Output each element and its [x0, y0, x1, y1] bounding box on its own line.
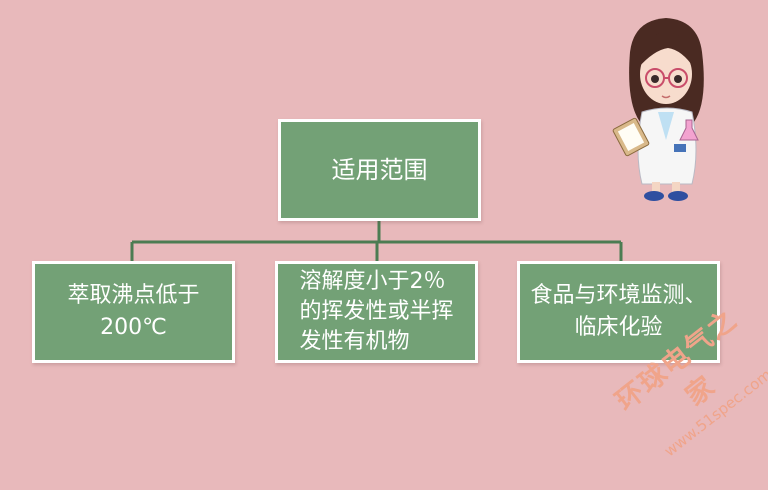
- scientist-girl-icon: [612, 18, 704, 201]
- child-3-line-2: 临床化验: [574, 315, 663, 340]
- child-3-line-1: 食品与环境监测、: [530, 283, 707, 308]
- child-node-1: 萃取沸点低于 200℃: [32, 261, 235, 363]
- child-node-3: 食品与环境监测、 临床化验: [517, 261, 720, 363]
- root-label: 适用范围: [331, 156, 428, 184]
- child-2-line-3: 发性有机物: [299, 329, 410, 354]
- root-node: 适用范围: [278, 119, 481, 221]
- child-node-2: 溶解度小于2％ 的挥发性或半挥 发性有机物: [275, 261, 478, 363]
- connector-lines: [130, 221, 623, 261]
- child-1-line-1: 萃取沸点低于: [67, 283, 200, 308]
- child-2-line-2: 的挥发性或半挥: [299, 299, 454, 324]
- child-1-line-2: 200℃: [100, 315, 167, 340]
- child-2-line-1: 溶解度小于2％: [299, 269, 446, 294]
